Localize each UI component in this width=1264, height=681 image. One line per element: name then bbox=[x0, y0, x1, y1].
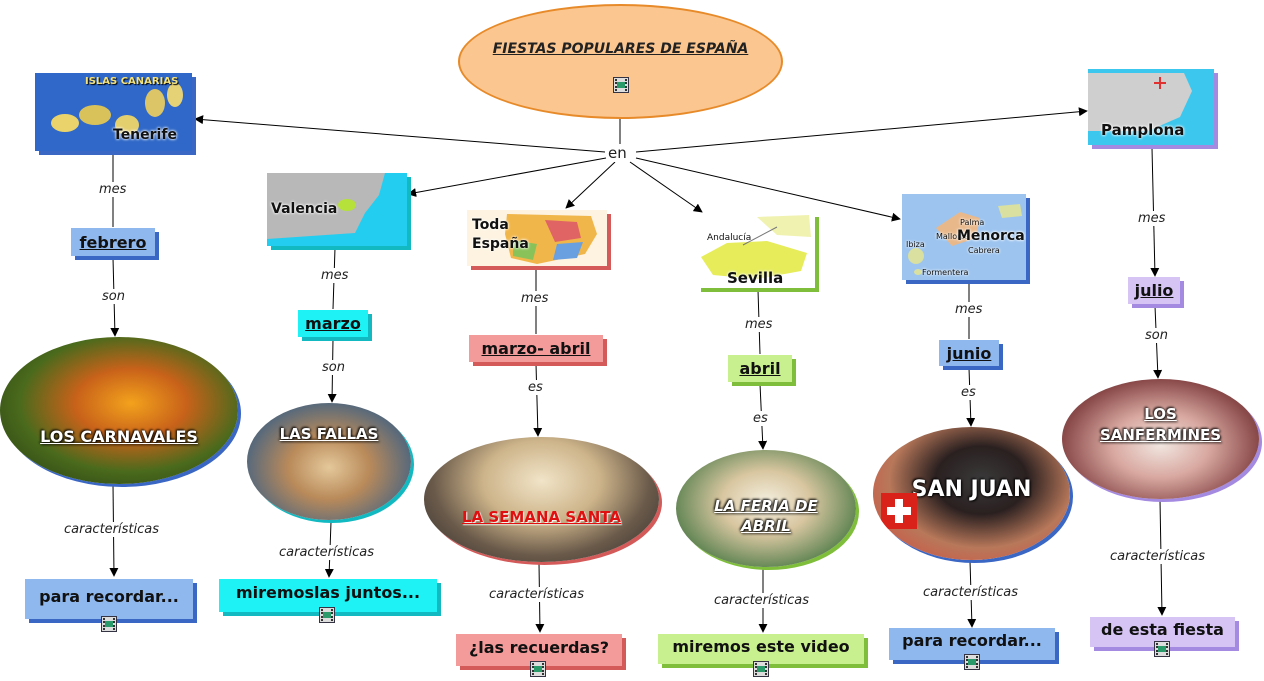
month-julio[interactable]: julio bbox=[1128, 277, 1180, 304]
detail-feria-abril-text: miremos este video bbox=[672, 637, 850, 656]
link-label-son-2: son bbox=[321, 360, 346, 375]
map-label-canarias: ISLAS CANARIAS bbox=[85, 76, 179, 87]
map-label-ibiza: Ibiza bbox=[906, 240, 925, 249]
map-menorca[interactable]: Palma Mallorca Ibiza Cabrera Formentera … bbox=[902, 194, 1026, 280]
spain-map-icon bbox=[467, 210, 607, 266]
month-marzo-abril[interactable]: marzo- abril bbox=[469, 335, 603, 362]
map-pamplona[interactable]: Pamplona bbox=[1088, 69, 1214, 145]
map-label-andalucia: Andalucía bbox=[707, 233, 752, 243]
video-icon[interactable] bbox=[964, 654, 980, 670]
andalucia-map-icon bbox=[697, 213, 815, 288]
place-valencia: Valencia bbox=[271, 201, 338, 217]
link-label-mes-2: mes bbox=[320, 268, 350, 283]
month-abril[interactable]: abril bbox=[728, 355, 792, 382]
place-menorca: Menorca bbox=[957, 228, 1025, 244]
fiesta-semana-santa: LA SEMANA SANTA bbox=[461, 508, 621, 526]
root-concept[interactable]: FIESTAS POPULARES DE ESPAÑA bbox=[458, 4, 783, 119]
link-label-mes-3: mes bbox=[520, 291, 550, 306]
link-label-caracteristicas-6: características bbox=[1109, 549, 1206, 564]
detail-feria-abril[interactable]: miremos este video bbox=[658, 634, 864, 677]
video-icon[interactable] bbox=[319, 607, 335, 623]
link-label-mes-1: mes bbox=[98, 182, 128, 197]
photo-fallas[interactable]: LAS FALLAS bbox=[247, 403, 411, 520]
map-tenerife[interactable]: ISLAS CANARIAS Tenerife bbox=[35, 73, 192, 151]
detail-sanfermines-text: de esta fiesta bbox=[1101, 620, 1224, 639]
map-sevilla[interactable]: Andalucía Sevilla bbox=[697, 213, 815, 288]
pamplona-map-icon bbox=[1088, 69, 1214, 145]
link-label-caracteristicas-4: características bbox=[713, 593, 810, 608]
fiesta-sanfermines: LOS SANFERMINES bbox=[1099, 405, 1222, 444]
month-febrero[interactable]: febrero bbox=[71, 228, 155, 256]
place-tenerife: Tenerife bbox=[113, 127, 177, 143]
link-label-mes-4: mes bbox=[744, 317, 774, 332]
fiesta-feria-abril: LA FERIA DE ABRIL bbox=[714, 497, 818, 535]
link-label-es-5: es bbox=[960, 385, 977, 400]
fiesta-fallas: LAS FALLAS bbox=[279, 425, 379, 443]
detail-carnavales[interactable]: para recordar... bbox=[25, 579, 193, 632]
link-label-son-1: son bbox=[101, 289, 126, 304]
link-label-mes-5: mes bbox=[954, 302, 984, 317]
fiesta-carnavales: LOS CARNAVALES bbox=[40, 427, 198, 446]
photo-san-juan[interactable]: SAN JUAN bbox=[873, 427, 1070, 560]
link-label-son-6: son bbox=[1144, 328, 1169, 343]
link-label-mes-6: mes bbox=[1137, 211, 1167, 226]
photo-feria-abril[interactable]: LA FERIA DE ABRIL bbox=[676, 450, 856, 567]
video-icon[interactable] bbox=[530, 661, 546, 677]
map-toda-espana[interactable]: Toda España bbox=[467, 210, 607, 266]
map-valencia[interactable]: Valencia bbox=[267, 173, 407, 246]
video-icon[interactable] bbox=[1154, 641, 1170, 657]
map-label-formentera: Formentera bbox=[922, 268, 969, 277]
detail-semana-santa[interactable]: ¿las recuerdas? bbox=[456, 634, 622, 677]
baleares-map-icon bbox=[902, 194, 1026, 280]
place-toda-espana: Toda España bbox=[472, 217, 529, 252]
link-label-caracteristicas-3: características bbox=[488, 587, 585, 602]
place-pamplona: Pamplona bbox=[1101, 121, 1185, 139]
canary-islands-map-icon bbox=[35, 73, 192, 151]
month-marzo[interactable]: marzo bbox=[298, 310, 368, 337]
valencia-map-icon bbox=[267, 173, 407, 246]
video-icon[interactable] bbox=[753, 661, 769, 677]
video-icon[interactable] bbox=[613, 77, 629, 93]
fiesta-san-juan: SAN JUAN bbox=[911, 477, 1032, 502]
place-sevilla: Sevilla bbox=[727, 269, 784, 287]
detail-carnavales-text: para recordar... bbox=[39, 587, 179, 606]
video-icon[interactable] bbox=[101, 616, 117, 632]
detail-sanfermines[interactable]: de esta fiesta bbox=[1090, 617, 1235, 657]
detail-semana-santa-text: ¿las recuerdas? bbox=[468, 638, 610, 657]
detail-fallas-text: miremoslas juntos... bbox=[235, 583, 421, 602]
link-label-caracteristicas-1: características bbox=[63, 522, 160, 537]
detail-san-juan[interactable]: para recordar... bbox=[889, 628, 1055, 670]
map-label-cabrera: Cabrera bbox=[968, 246, 1000, 255]
map-label-mallorca: Mallorca bbox=[936, 232, 970, 241]
photo-carnavales[interactable]: LOS CARNAVALES bbox=[0, 337, 238, 484]
root-title: FIESTAS POPULARES DE ESPAÑA bbox=[492, 41, 749, 57]
link-label-es-3: es bbox=[527, 380, 544, 395]
detail-san-juan-text: para recordar... bbox=[902, 631, 1042, 650]
link-label-es-4: es bbox=[752, 411, 769, 426]
link-label-caracteristicas-2: características bbox=[278, 545, 375, 560]
photo-sanfermines[interactable]: LOS SANFERMINES bbox=[1062, 379, 1259, 499]
month-junio[interactable]: junio bbox=[939, 340, 999, 366]
detail-fallas[interactable]: miremoslas juntos... bbox=[219, 579, 437, 623]
link-label-en: en bbox=[607, 144, 628, 162]
menorca-flag-cross-icon bbox=[881, 493, 917, 529]
photo-semana-santa[interactable]: LA SEMANA SANTA bbox=[424, 437, 659, 562]
link-label-caracteristicas-5: características bbox=[922, 585, 1019, 600]
map-label-palma: Palma bbox=[960, 218, 985, 227]
